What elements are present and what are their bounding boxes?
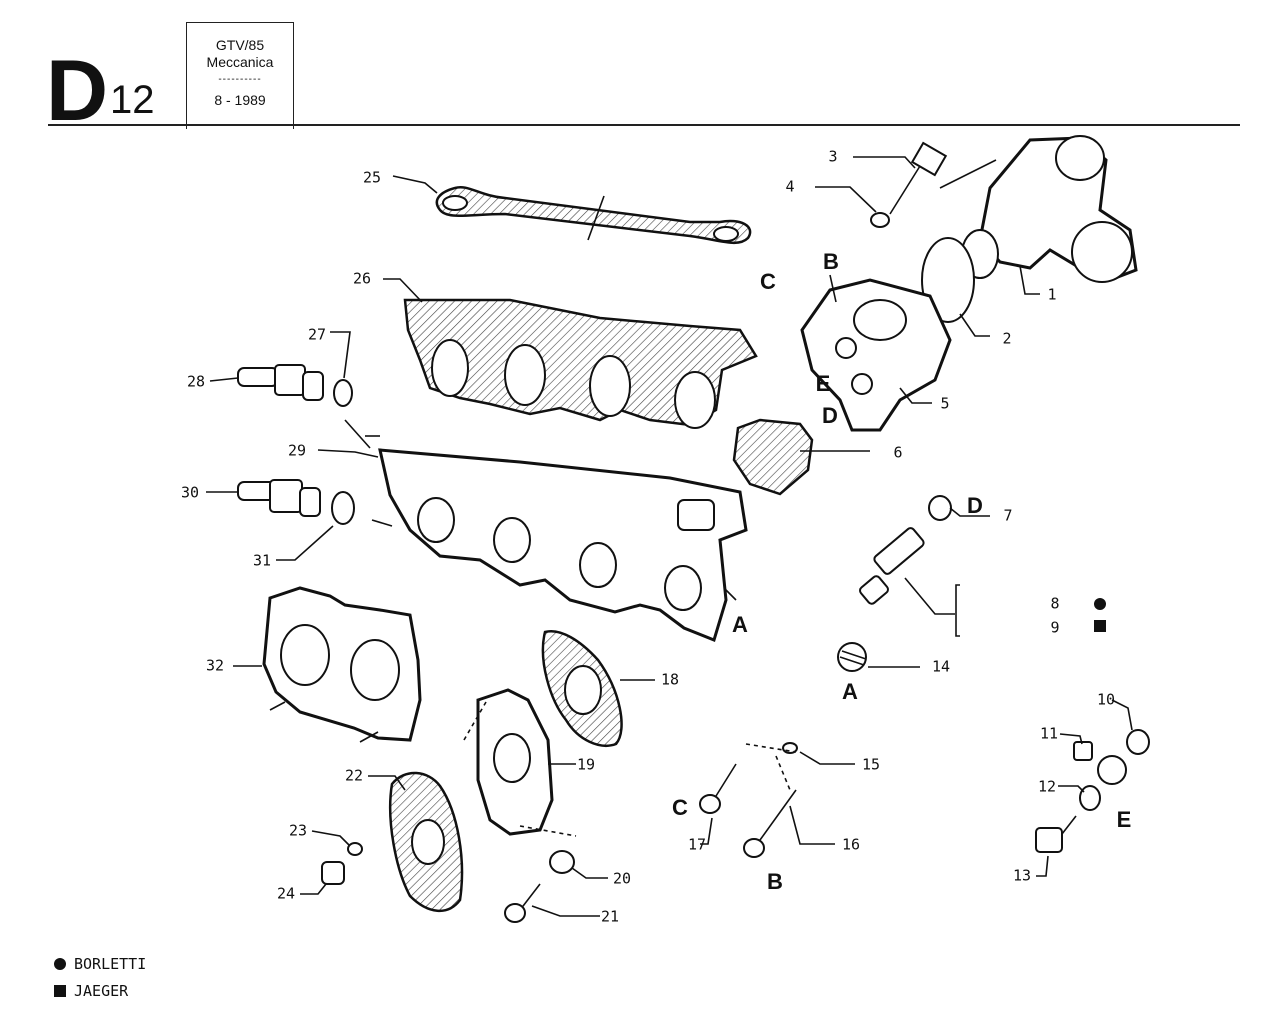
- group-label: Meccanica: [206, 53, 274, 70]
- reference-letter-d-washer: D: [967, 493, 983, 518]
- callout-16: 16: [841, 835, 861, 854]
- callout-5: 5: [940, 394, 950, 413]
- reference-letter-c-outlet: C: [760, 269, 776, 294]
- part-flange-gasket: [541, 630, 623, 747]
- callout-9: 9: [1050, 618, 1060, 637]
- callout-3: 3: [828, 147, 838, 166]
- part-sealing-washer-7: [928, 495, 952, 521]
- jaeger-square-marker: [1094, 620, 1106, 632]
- callout-11: 11: [1039, 724, 1059, 743]
- callout-1: 1: [1047, 285, 1057, 304]
- callout-4: 4: [785, 177, 795, 196]
- circle-bullet-icon: [54, 958, 66, 970]
- part-plug-14: [837, 642, 867, 672]
- callout-20: 20: [612, 869, 632, 888]
- title-divider: ----------: [218, 73, 262, 85]
- callout-15: 15: [861, 755, 881, 774]
- part-fitting-lower: [237, 479, 321, 517]
- title-block: GTV/85 Meccanica ---------- 8 - 1989: [186, 22, 294, 129]
- reference-letter-a-plug: A: [842, 679, 858, 704]
- model-label: GTV/85: [215, 37, 265, 53]
- part-fitting-upper: [237, 364, 324, 401]
- legend-jaeger: JAEGER: [54, 984, 128, 999]
- callout-29: 29: [287, 441, 307, 460]
- part-screw-17: [699, 763, 737, 814]
- callout-23: 23: [288, 821, 308, 840]
- callout-25: 25: [362, 168, 382, 187]
- date-label: 8 - 1989: [214, 91, 266, 108]
- borletti-dot-marker: [1094, 598, 1106, 610]
- callout-7: 7: [1003, 506, 1013, 525]
- part-washer-4: [870, 212, 890, 228]
- reference-letter-b-outlet: B: [823, 249, 839, 274]
- reference-letter-e-outlet: E: [815, 371, 831, 396]
- callout-31: 31: [252, 551, 272, 570]
- callout-19: 19: [576, 755, 596, 774]
- reference-letter-d-outlet: D: [822, 403, 838, 428]
- square-bullet-icon: [54, 985, 66, 997]
- part-washer-10: [1126, 729, 1150, 755]
- callout-12: 12: [1037, 777, 1057, 796]
- part-o-ring-2: [921, 237, 975, 323]
- part-washer-23: [347, 842, 363, 856]
- callout-24: 24: [276, 884, 296, 903]
- callout-22: 22: [344, 766, 364, 785]
- part-nut-24: [321, 861, 345, 885]
- part-nut-20: [549, 850, 575, 874]
- part-manifold-gasket: [403, 298, 758, 429]
- callout-32: 32: [205, 656, 225, 675]
- callout-8: 8: [1050, 594, 1060, 613]
- part-washer-31: [331, 491, 355, 525]
- part-screw-16: [743, 789, 797, 858]
- callout-26: 26: [352, 269, 372, 288]
- part-screw-21: [504, 883, 541, 923]
- part-bolt-3: [889, 141, 948, 215]
- callout-30: 30: [180, 483, 200, 502]
- callout-27: 27: [307, 325, 327, 344]
- part-bolt-13: [1035, 815, 1077, 853]
- callout-21: 21: [600, 907, 620, 926]
- part-temperature-sender: [859, 527, 925, 605]
- header-rule: [48, 124, 1240, 126]
- part-thermostat-housing: [961, 135, 1138, 283]
- callout-14: 14: [931, 657, 951, 676]
- section-letter: D: [46, 43, 108, 139]
- part-outlet-gasket: [732, 418, 814, 496]
- part-washer-12: [1079, 785, 1101, 811]
- reference-letter-a-manifold: A: [732, 612, 748, 637]
- part-carburettor-spacer: [262, 586, 422, 743]
- section-number: 12: [110, 78, 155, 122]
- callout-28: 28: [186, 372, 206, 391]
- reference-letter-b-screw: B: [767, 869, 783, 894]
- reference-letter-e-hardware: E: [1116, 807, 1132, 832]
- part-washer-27: [333, 379, 353, 407]
- callout-13: 13: [1012, 866, 1032, 885]
- part-intake-manifold: [378, 448, 748, 643]
- callout-2: 2: [1002, 329, 1012, 348]
- part-banjo-bolt-11: [1073, 741, 1127, 785]
- callout-18: 18: [660, 670, 680, 689]
- legend-label-jaeger: JAEGER: [74, 982, 129, 1000]
- leader-lines: [206, 156, 1133, 917]
- callout-10: 10: [1096, 690, 1116, 709]
- callout-6: 6: [893, 443, 903, 462]
- part-thick-gasket: [388, 771, 464, 913]
- legend-borletti: BORLETTI: [54, 957, 146, 972]
- part-insulator-block: [476, 688, 554, 836]
- part-water-outlet: [800, 278, 952, 432]
- reference-letter-c-screw: C: [672, 795, 688, 820]
- callout-17: 17: [687, 835, 707, 854]
- part-tie-rod: [435, 185, 752, 245]
- legend-label-borletti: BORLETTI: [74, 955, 147, 973]
